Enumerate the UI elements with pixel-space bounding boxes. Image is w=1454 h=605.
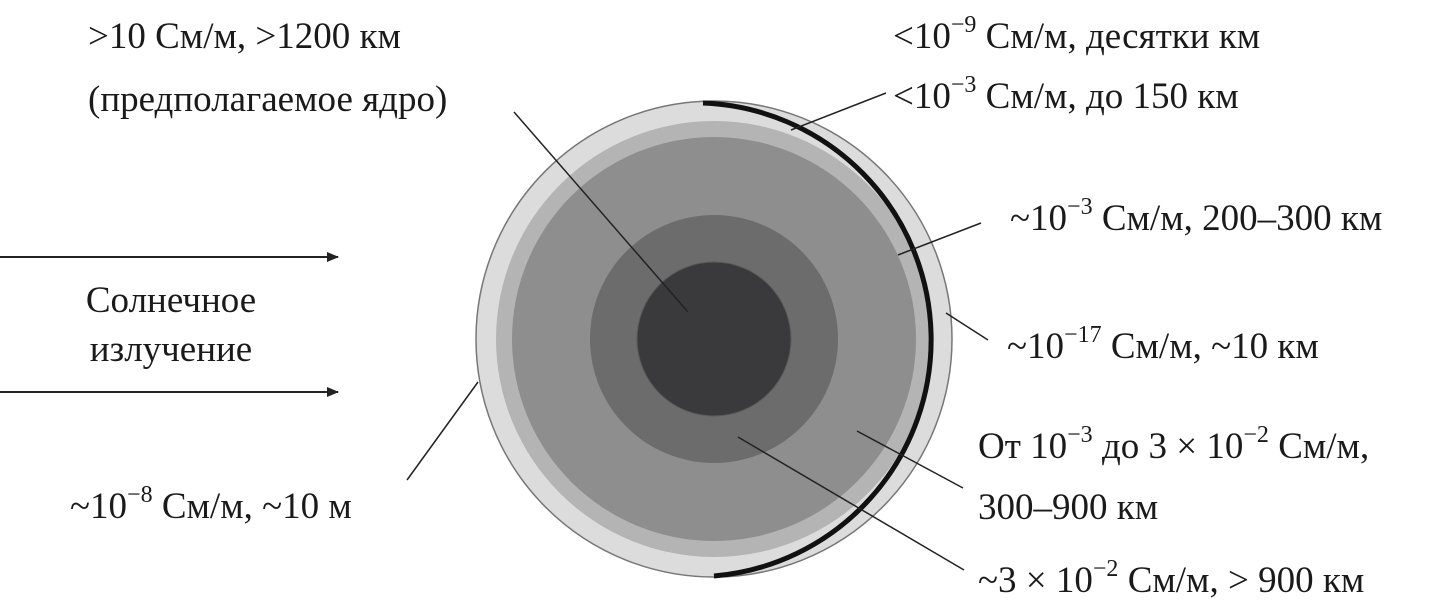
label-core-line2: (предполагаемое ядро) <box>88 79 448 120</box>
label-solar-radiation-line1: Солнечное <box>85 280 257 321</box>
label-left: ~10−8 См/м, ~10 м <box>70 482 352 527</box>
leader-core <box>513 111 689 313</box>
leader-right2 <box>945 312 989 341</box>
label-right3-line2: 300–900 км <box>978 487 1159 528</box>
label-right2: ~10−17 См/м, ~10 км <box>1007 322 1319 367</box>
core <box>636 261 792 417</box>
label-right1: ~10−3 См/м, 200–300 км <box>1010 194 1383 239</box>
dayside-rim <box>702 100 934 579</box>
label-top1: <10−9 См/м, десятки км <box>893 12 1261 57</box>
label-top2: <10−3 См/м, до 150 км <box>893 72 1239 117</box>
leader-left <box>406 381 479 481</box>
leader-top2 <box>790 92 887 131</box>
label-bottom-right: ~3 × 10−2 См/м, > 900 км <box>978 556 1365 601</box>
label-solar-radiation-line2: излучение <box>89 329 253 370</box>
label-core-line1: >10 См/м, >1200 км <box>88 16 401 57</box>
leader-right1 <box>897 222 982 256</box>
leader-bottom-right <box>737 436 965 571</box>
leader-right3 <box>856 430 964 489</box>
label-right3-line1: От 10−3 до 3 × 10−2 См/м, <box>978 422 1370 467</box>
